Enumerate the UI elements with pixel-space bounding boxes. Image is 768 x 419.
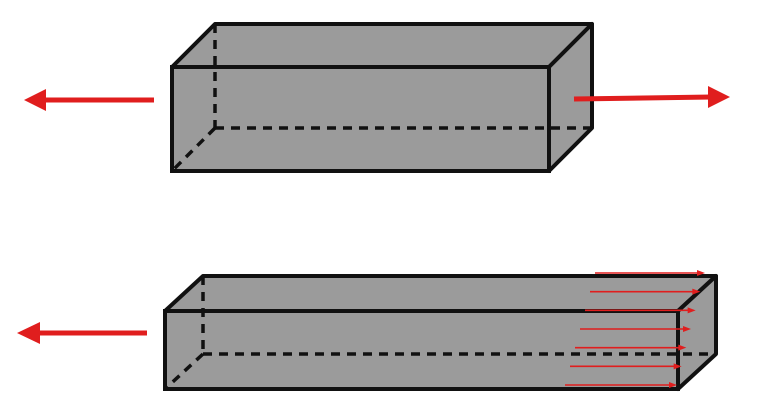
top-left-arrow [24, 89, 154, 111]
distributed-arrow-head-3 [687, 307, 696, 314]
top-block-front-face [170, 65, 551, 173]
distributed-arrow-head-1 [697, 270, 705, 276]
distributed-arrow-head-5 [678, 344, 687, 351]
bottom-block-hidden-edges [163, 276, 716, 391]
distributed-arrow-head-7 [669, 382, 677, 388]
top-right-arrow [573, 86, 730, 108]
distributed-arrow-head-2 [692, 288, 701, 295]
top-block-hidden-edges [170, 24, 592, 173]
distributed-arrow-head-4 [683, 326, 691, 332]
bottom-block [163, 274, 718, 391]
distributed-end-load-arrows [565, 270, 705, 388]
distributed-arrow-head-6 [673, 363, 682, 370]
bottom-block-front-face [163, 309, 680, 391]
top-block [170, 22, 594, 173]
bottom-left-arrow [17, 322, 147, 344]
top-block-top-face [170, 22, 594, 69]
bottom-block-top-face [163, 274, 718, 313]
